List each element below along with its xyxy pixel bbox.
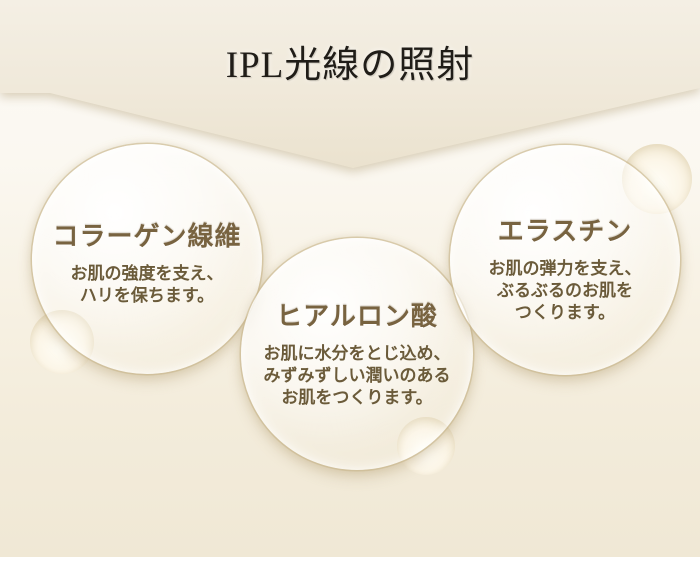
bubble-hyaluronic-acid: ヒアルロン酸 お肌に水分をとじ込め、 みずみずしい潤いのある お肌をつくります。 (241, 238, 473, 470)
description-line: お肌の弾力を支え、 (488, 259, 642, 278)
description-line: お肌に水分をとじ込め、 (263, 344, 451, 363)
bubble-hyaluronic-description: お肌に水分をとじ込め、 みずみずしい潤いのある お肌をつくります。 (241, 343, 473, 409)
page-title: IPL光線の照射 (225, 45, 475, 86)
description-line: お肌をつくります。 (281, 388, 433, 407)
bubble-elastin-text: エラスチン お肌の弾力を支え、 ぶるぶるのお肌を つくります。 (450, 211, 680, 324)
bubble-elastin: エラスチン お肌の弾力を支え、 ぶるぶるのお肌を つくります。 (450, 145, 680, 375)
bubble-collagen-title: コラーゲン線維 (52, 222, 242, 251)
description-line: お肌の強度を支え、 (70, 264, 224, 283)
bubble-hyaluronic-title: ヒアルロン酸 (276, 302, 438, 331)
bubble-collagen-description: お肌の強度を支え、 ハリを保ちます。 (32, 263, 262, 307)
description-line: つくります。 (514, 303, 616, 322)
bubble-collagen-fiber: コラーゲン線維 お肌の強度を支え、 ハリを保ちます。 (32, 144, 262, 374)
bubble-hyaluronic-text: ヒアルロン酸 お肌に水分をとじ込め、 みずみずしい潤いのある お肌をつくります。 (241, 296, 473, 409)
description-line: みずみずしい潤いのある (263, 366, 451, 385)
bubble-elastin-title: エラスチン (497, 217, 633, 246)
bubble-elastin-description: お肌の弾力を支え、 ぶるぶるのお肌を つくります。 (450, 258, 680, 324)
description-line: ハリを保ちます。 (79, 286, 215, 305)
bubble-collagen-text: コラーゲン線維 お肌の強度を支え、 ハリを保ちます。 (32, 216, 262, 307)
description-line: ぶるぶるのお肌を (497, 281, 633, 300)
